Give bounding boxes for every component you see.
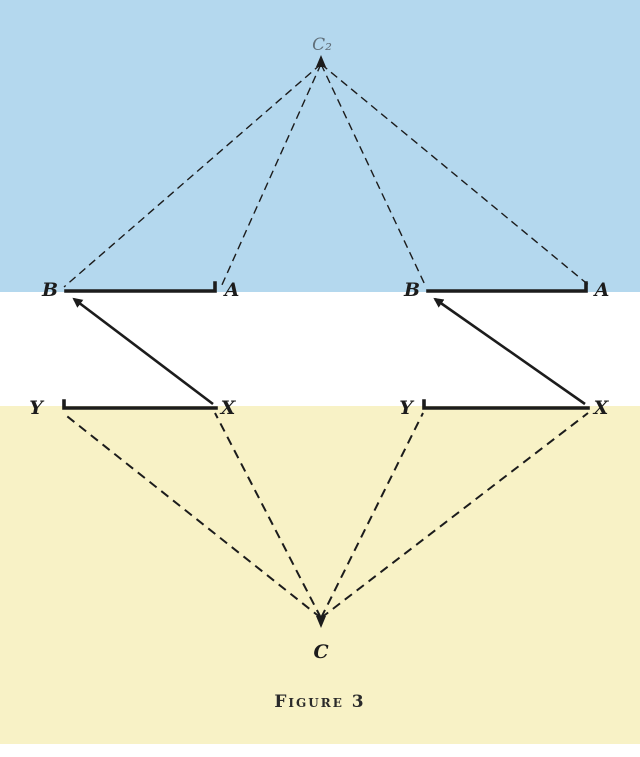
- segment-left-y-x: [62, 399, 218, 410]
- dashed-line-c2-to-right-a: [320, 63, 592, 288]
- arrow-right-x-to-b: [433, 297, 586, 406]
- dashed-line-c-to-right-x: [320, 412, 589, 619]
- upper-left-b-label: B: [41, 279, 58, 301]
- lower-right-x-label: X: [593, 397, 610, 419]
- dashed-line-c2-to-right-b: [320, 63, 427, 288]
- dashed-line-c2-to-left-b: [63, 63, 322, 288]
- solid-segments: [62, 281, 590, 410]
- bottom-white-strip: [0, 744, 640, 757]
- segment-right-b-a: [426, 281, 588, 293]
- dashed-line-c-to-left-x: [214, 412, 322, 619]
- lower-left-y-label: Y: [29, 397, 45, 419]
- bottom-apex-arrow-icon: [316, 616, 326, 628]
- lower-left-x-label: X: [220, 397, 237, 419]
- mapping-arrows: [72, 297, 586, 406]
- middle-white-band: [0, 292, 640, 406]
- bottom-dashed-projection-lines: [62, 412, 589, 619]
- apex-arrow-tips: [316, 55, 326, 628]
- bottom-yellow-band: [0, 406, 640, 744]
- upper-right-b-label: B: [403, 279, 420, 301]
- arrow-left-x-to-b: [72, 297, 214, 406]
- top-dashed-projection-lines: [63, 63, 592, 288]
- dashed-line-c-to-left-y: [62, 412, 322, 619]
- top-blue-band: [0, 0, 640, 292]
- figure-caption: Figure 3: [274, 692, 365, 712]
- top-apex-arrow-icon: [316, 55, 326, 67]
- dashed-line-c2-to-left-a: [220, 63, 322, 288]
- segment-left-b-a: [64, 281, 217, 293]
- upper-right-a-label: A: [593, 279, 610, 301]
- segment-right-y-x: [422, 399, 590, 410]
- lower-right-y-label: Y: [399, 397, 415, 419]
- top-apex-label: C₂: [312, 35, 332, 55]
- bottom-apex-label: C: [313, 641, 328, 663]
- point-labels: C₂ B A B A Y X Y X C: [29, 35, 609, 663]
- upper-left-a-label: A: [223, 279, 240, 301]
- dashed-line-c-to-right-y: [320, 412, 424, 619]
